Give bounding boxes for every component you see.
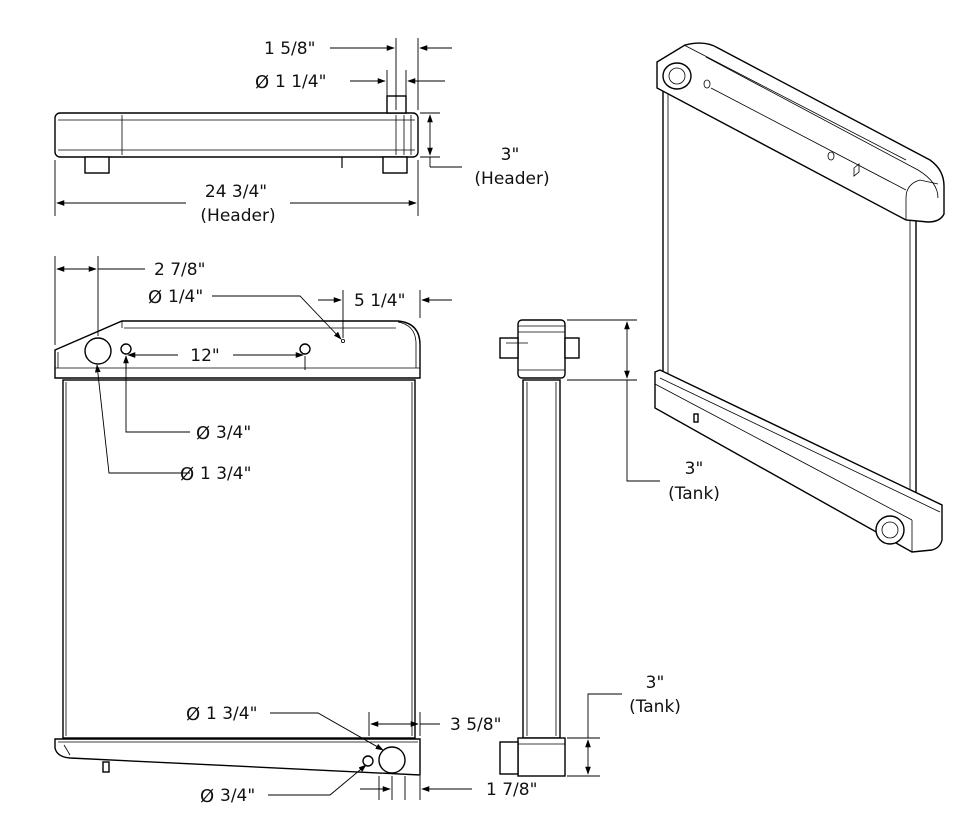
bottom-tank-sub: (Tank): [629, 697, 681, 717]
front-top-large-port: [84, 337, 112, 365]
front-top-small-port-right: [299, 343, 311, 355]
front-bottom-small-port: [362, 755, 374, 767]
vent-offset-label: 5 1/4": [354, 291, 405, 311]
header-width-label: 24 3/4": [205, 182, 267, 202]
header-height-label: 3": [501, 145, 520, 165]
front-view: [54, 256, 472, 800]
front-bottom-tank: [54, 738, 421, 776]
top-offset-label: 2 7/8": [154, 260, 205, 280]
inlet-diameter-symbol: Ø: [255, 72, 269, 93]
header-foot-right: [382, 156, 408, 174]
front-bottom-drain: [102, 761, 110, 773]
side-view: [499, 319, 660, 777]
side-top-outlet: [564, 337, 580, 359]
bottom-edge-offset-label: 1 7/8": [486, 780, 537, 800]
vent-diameter-symbol: Ø: [148, 287, 162, 308]
iso-bottom-outlet: [875, 515, 905, 545]
bottom-tank-label: 3": [646, 673, 665, 693]
iso-drain: [693, 413, 699, 423]
top-tank-label: 3": [685, 459, 704, 479]
header-height-sub: (Header): [474, 169, 549, 189]
front-top-tank: [54, 320, 421, 379]
bottom-small-port-symbol: Ø: [200, 786, 214, 807]
iso-bottom-tank: [654, 369, 943, 553]
isometric-view: [654, 42, 945, 553]
front-bottom-large-port: [378, 746, 406, 774]
bottom-offset-label: 3 5/8": [450, 715, 501, 735]
side-bottom-outlet: [499, 741, 519, 775]
vent-diameter-label: 1/4": [168, 287, 203, 307]
side-top-inlet: [499, 337, 519, 359]
side-top-tank: [517, 319, 566, 379]
top-tank-sub: (Tank): [668, 484, 720, 504]
header-foot-left: [84, 156, 110, 174]
inlet-diameter-label: 1 1/4": [275, 72, 326, 92]
small-port-symbol: Ø: [196, 423, 210, 444]
top-view: [54, 38, 462, 216]
bottom-large-port-label: 1 3/4": [206, 704, 257, 724]
bottom-small-port-label: 3/4": [220, 786, 255, 806]
header-width-sub: (Header): [200, 206, 275, 226]
large-port-symbol: Ø: [180, 464, 194, 485]
small-port-label: 3/4": [216, 423, 251, 443]
header-body: [54, 112, 419, 158]
large-port-label: 1 3/4": [200, 464, 251, 484]
front-core: [62, 379, 416, 739]
iso-top-inlet: [662, 62, 692, 90]
port-spacing-label: 12": [190, 346, 219, 366]
bottom-large-port-symbol: Ø: [186, 704, 200, 725]
inlet-offset-label: 1 5/8": [264, 39, 315, 59]
front-top-small-port-left: [120, 343, 132, 355]
iso-top-tank: [656, 42, 945, 223]
header-inlet-neck: [386, 95, 407, 114]
side-core: [522, 379, 561, 739]
